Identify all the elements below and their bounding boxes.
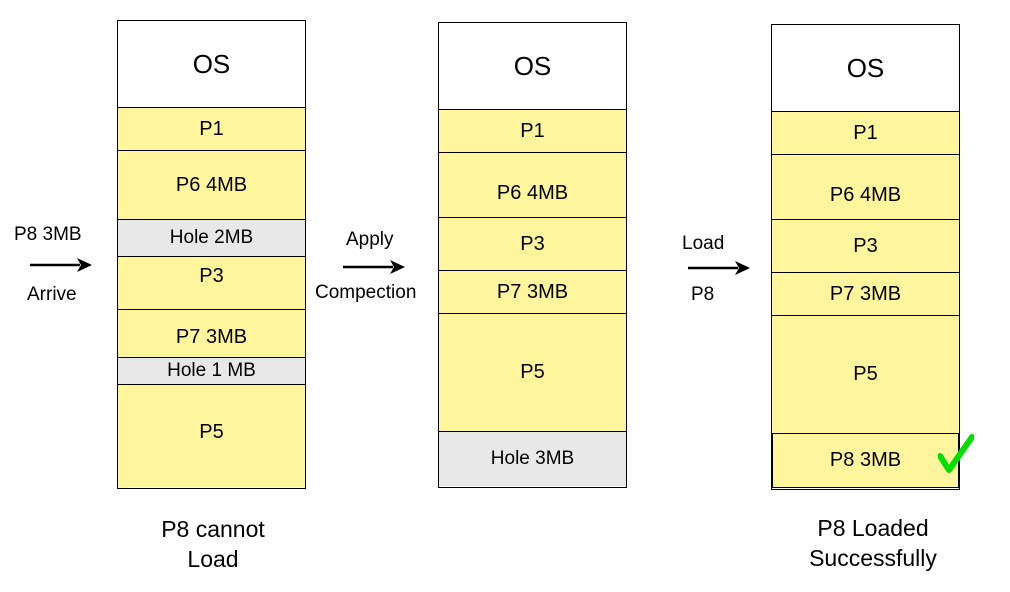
process-block-p5: P5 [772, 315, 959, 433]
process-block-p3: P3 [118, 256, 305, 309]
process-block-p6: P6 4MB [772, 154, 959, 219]
process-block-p3: P3 [772, 219, 959, 272]
process-block-p1: P1 [118, 107, 305, 150]
right-arrow-icon [30, 258, 92, 272]
right-arrow-icon [343, 260, 405, 274]
caption-after: P8 Loaded Successfully [775, 513, 971, 573]
process-block-p3: P3 [439, 217, 626, 270]
memory-column-after: OS P1 P6 4MB P3 P7 3MB P5 P8 3MB [771, 24, 960, 490]
hole-block-3mb: Hole 3MB [439, 431, 626, 486]
hole-block-1mb: Hole 1 MB [118, 357, 305, 384]
arrow-label-top: P8 3MB [14, 224, 82, 245]
memory-column-compacted: OS P1 P6 4MB P3 P7 3MB P5 Hole 3MB [438, 22, 627, 488]
caption-line: Successfully [809, 545, 937, 571]
os-block: OS [192, 48, 231, 79]
process-block-p7: P7 3MB [772, 272, 959, 315]
caption-line: Load [187, 546, 239, 572]
process-block-p7: P7 3MB [118, 309, 305, 357]
process-block-p7: P7 3MB [439, 270, 626, 313]
arrow-label-bottom: P8 [691, 284, 715, 305]
process-block-p5: P5 [118, 384, 305, 487]
caption-line: P8 Loaded [817, 515, 929, 541]
caption-before: P8 cannot Load [117, 514, 309, 574]
arrow-label-top: Load [682, 233, 725, 254]
green-checkmark-icon [938, 434, 974, 473]
os-block: OS [513, 50, 552, 81]
process-block-p1: P1 [772, 111, 959, 154]
hole-block-2mb: Hole 2MB [118, 219, 305, 256]
arrow-label-bottom: Arrive [27, 284, 77, 305]
caption-line: P8 cannot [161, 516, 265, 542]
process-block-p8: P8 3MB [772, 433, 959, 488]
arrow-label-bottom: Compection [315, 282, 417, 303]
process-block-p6: P6 4MB [118, 150, 305, 219]
arrow-label-top: Apply [346, 229, 394, 250]
memory-column-before: OS P1 P6 4MB Hole 2MB P3 P7 3MB Hole 1 M… [117, 20, 306, 489]
process-block-p6: P6 4MB [439, 152, 626, 217]
process-block-p1: P1 [439, 109, 626, 152]
right-arrow-icon [688, 261, 750, 275]
process-block-p5: P5 [439, 313, 626, 431]
os-block: OS [846, 52, 885, 83]
